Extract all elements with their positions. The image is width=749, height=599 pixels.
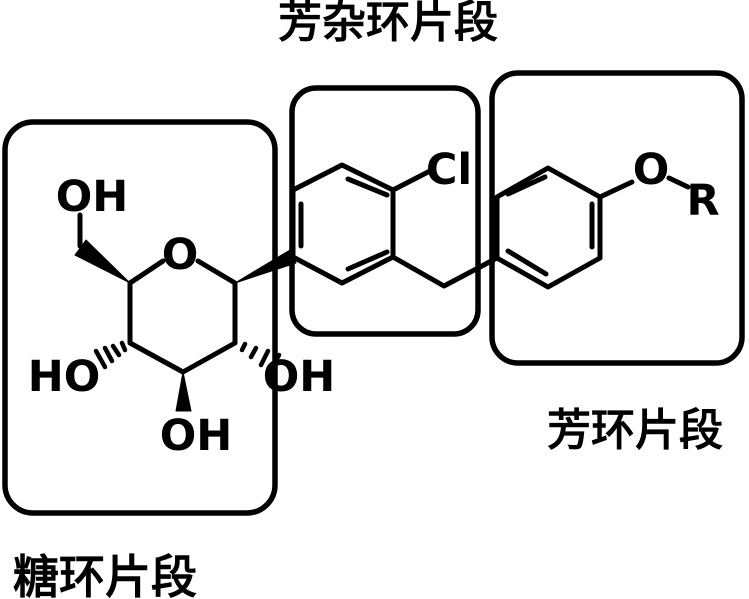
ether-o-bond [597,179,635,200]
c1-aryl-wedge-bond [234,249,297,284]
heteroaryl-fragment-box [289,85,481,337]
chlorophenyl-double-bonds [298,176,390,272]
atom-label-right-oh: OH [263,352,336,402]
phenoxy-ring [494,165,603,290]
atom-label-r-group: R [686,176,719,226]
bonds [77,162,691,375]
c2-oh-hashed-bond [239,341,282,374]
atom-label-hydroxymethyl-oh: OH [56,172,129,222]
fragment-boxes [2,70,745,516]
heteroaryl-fragment-label: 芳杂环片段 [278,0,498,48]
c3-oh-wedge-bond [175,371,192,412]
atom-label-ring-oxygen: O [162,230,199,280]
sugar-ring-bonds [127,258,238,375]
c4-ho-hashed-bond [93,340,128,370]
atom-label-left-ho: HO [28,352,101,402]
cl-bond [390,168,433,193]
o-r-bond [666,175,691,190]
aryl-fragment-label: 芳环片段 [547,405,723,456]
atom-label-ether-oxygen: O [633,145,670,195]
hashed-bonds [93,340,282,374]
sugar-fragment-label: 糖环片段 [13,550,197,599]
methylene-bridge-bonds [390,254,500,289]
atom-label-bottom-oh: OH [160,411,233,461]
fragment-labels: 芳杂环片段 芳环片段 糖环片段 [13,0,723,599]
atom-label-chlorine: Cl [426,145,472,195]
c5-ch2-wedge-bond [74,239,131,284]
wedge-bonds [74,239,297,412]
phenoxy-double-bonds [505,174,595,277]
aryl-fragment-box [489,70,745,366]
chlorophenyl-ring [290,162,396,286]
sugar-fragment-box [2,119,278,516]
atom-labels: OH O HO OH OH Cl O R [28,145,720,461]
